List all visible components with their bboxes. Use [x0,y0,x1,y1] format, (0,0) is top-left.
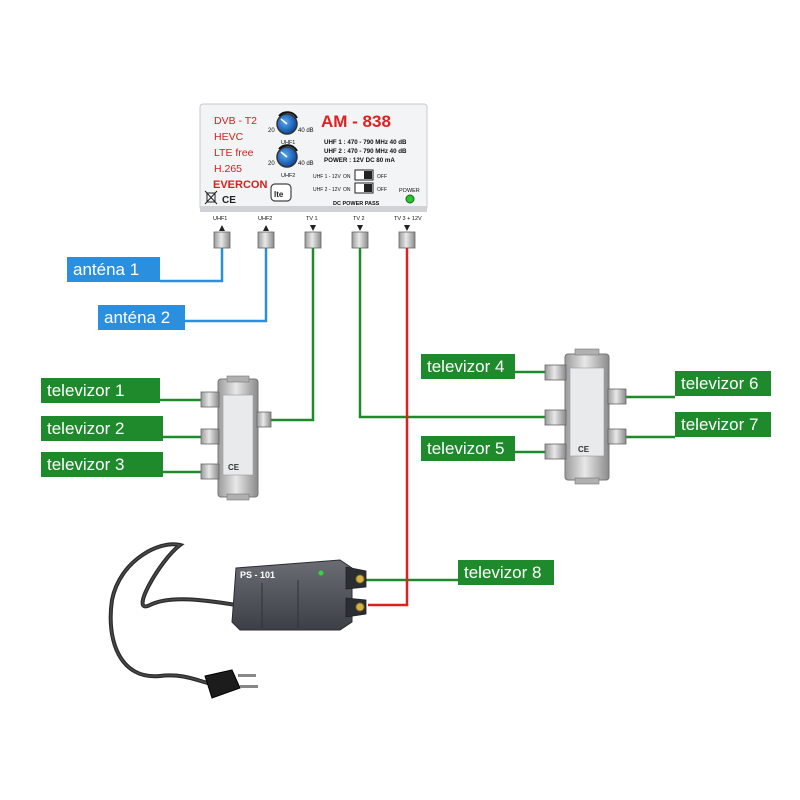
label-tv-3: televizor 3 [41,452,163,477]
label-tv-6: televizor 6 [675,371,771,396]
knob2-min: 20 [268,161,275,167]
power-wires [368,246,409,607]
power-label: POWER [399,188,420,194]
spec-uhf1: UHF 1 : 470 - 790 MHz 40 dB [324,139,407,146]
antenna1-wire [160,246,224,283]
port-label-uhf2: UHF2 [258,216,272,222]
lte-logo-text: lte [274,190,284,199]
ce-mark-icon: CE [222,195,236,206]
splitter3-ce-icon: CE [228,463,240,472]
ps-model: PS - 101 [240,570,275,580]
knob1-min: 20 [268,128,275,134]
splitter-3way: CE [200,375,272,501]
lte-logo-icon [270,183,292,202]
feature-dvb-t2: DVB - T2 [214,115,257,127]
label-tv-5: televizor 5 [421,436,515,461]
uhf2-gain-knob[interactable] [276,144,298,168]
weee-bin-icon [204,190,218,205]
antenna2-wire [185,246,268,323]
ps-led-icon [318,570,324,576]
switch2-label: UHF 2 - 12V [313,187,341,193]
port-label-uhf1: UHF1 [213,216,227,222]
feature-lte-free: LTE free [214,147,254,159]
tv1-to-splitter3-wire [258,246,315,422]
knob1-label: UHF1 [281,140,295,146]
label-tv-2: televizor 2 [41,416,163,441]
label-antenna-1: anténa 1 [67,257,160,282]
tv3-power-wire [368,246,409,607]
switch1-on: ON [343,174,351,180]
label-tv-4: televizor 4 [421,354,515,379]
port-label-tv3: TV 3 + 12V [394,216,422,222]
port-label-tv2: TV 2 [353,216,365,222]
dc-power-pass-label: DC POWER PASS [333,201,380,207]
spec-uhf2: UHF 2 : 470 - 790 MHz 40 dB [324,148,407,155]
switch1-off: OFF [377,174,387,180]
f-connectors[interactable] [213,231,416,249]
power-supply-ps101: PS - 101 [108,542,367,699]
switch2-off: OFF [377,187,387,193]
power-led-icon [405,194,415,204]
label-tv-1: televizor 1 [41,378,160,403]
switch2-on: ON [343,187,351,193]
model-name: AM - 838 [321,112,391,131]
knob1-max: 40 dB [298,128,314,134]
knob2-label: UHF2 [281,173,295,179]
label-antenna-2: anténa 2 [98,305,185,330]
label-tv-8: televizor 8 [458,560,554,585]
label-tv-7: televizor 7 [675,412,771,437]
mains-plug-icon [204,669,258,699]
switch1-label: UHF 1 - 12V [313,174,341,180]
uhf1-gain-knob[interactable] [276,111,298,135]
amplifier-am838: DVB - T2 HEVC LTE free H.265 EVERCON CE … [199,103,428,249]
uhf1-12v-switch[interactable] [354,169,374,181]
spec-power: POWER : 12V DC 80 mA [324,157,395,164]
splitter-4way: CE [544,348,627,485]
brand-evercon: EVERCON [213,179,267,191]
feature-hevc: HEVC [214,131,244,143]
splitter4-ce-icon: CE [578,445,590,454]
uhf2-12v-switch[interactable] [354,182,374,194]
tv2-to-splitter4-wire [358,246,545,419]
antenna-wires [160,246,268,323]
knob2-max: 40 dB [298,161,314,167]
feature-h265: H.265 [214,163,242,175]
port-arrows [219,225,410,231]
port-label-tv1: TV 1 [306,216,318,222]
